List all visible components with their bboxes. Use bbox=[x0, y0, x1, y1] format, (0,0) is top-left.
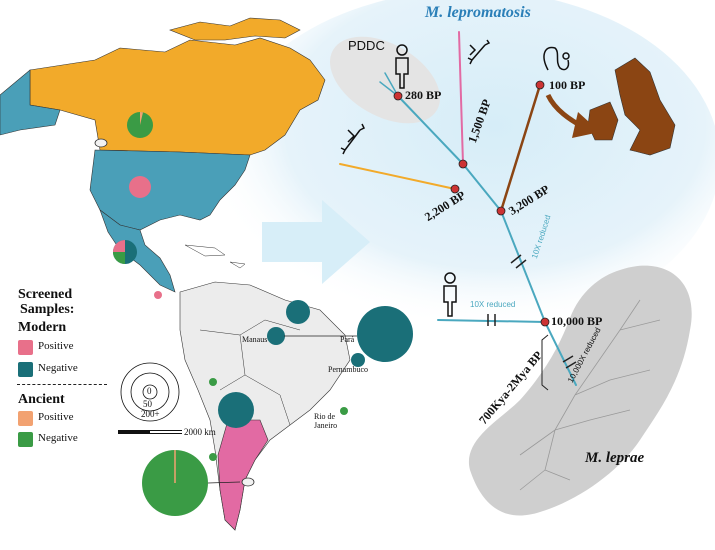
pddc-label: PDDC bbox=[348, 38, 385, 53]
arctic-islands bbox=[169, 17, 301, 41]
legend-title-2: Samples: bbox=[20, 302, 75, 317]
arrow-icon bbox=[262, 200, 370, 284]
leader-lines bbox=[207, 335, 357, 484]
uk-arrowhead bbox=[572, 112, 600, 138]
tree-nodes bbox=[393, 80, 550, 327]
size-key-mid: 50 bbox=[143, 399, 152, 409]
pie-usa bbox=[129, 176, 151, 198]
leprae-label: M. leprae bbox=[585, 450, 645, 466]
size-key-inner: 0 bbox=[147, 386, 152, 396]
tree-branches bbox=[339, 31, 577, 386]
tree-title: M. lepromatosis bbox=[425, 4, 531, 21]
pie-canada bbox=[127, 112, 153, 138]
canada bbox=[29, 37, 326, 156]
root-bracket bbox=[541, 334, 549, 391]
legend-swatch-modern-negative bbox=[18, 362, 33, 377]
place-para: Pará bbox=[340, 335, 355, 344]
legend-ancient-positive: Positive bbox=[38, 411, 74, 423]
place-rio-2: Janeiro bbox=[314, 421, 338, 430]
pie-bolivia bbox=[218, 392, 254, 428]
pie-argentina-ancient bbox=[142, 450, 208, 516]
pie-central-america bbox=[154, 291, 162, 299]
alaska bbox=[0, 69, 61, 136]
pie-manaus bbox=[267, 327, 285, 345]
leprae-blob bbox=[468, 265, 692, 516]
place-pernambuco: Pernambuco bbox=[328, 365, 368, 374]
legend-divider bbox=[17, 384, 107, 385]
uk bbox=[614, 57, 676, 156]
pie-peru-ancient bbox=[209, 378, 217, 386]
legend-ancient-negative: Negative bbox=[38, 432, 78, 444]
legend-title-1: Screened bbox=[18, 287, 73, 302]
branch-breaks bbox=[487, 254, 577, 369]
armadillo-icon bbox=[94, 138, 255, 487]
squirrel-icon bbox=[543, 46, 570, 71]
scale-bar bbox=[118, 430, 182, 434]
legend-modern-positive: Positive bbox=[38, 340, 74, 352]
leprae-tree bbox=[519, 299, 661, 491]
branch-note-2: 10X reduced bbox=[470, 300, 516, 309]
node-10000-label: 10,000 BP bbox=[551, 314, 603, 328]
pie-venezuela bbox=[286, 300, 310, 324]
caribbean bbox=[184, 244, 246, 269]
person-icon bbox=[395, 44, 457, 317]
scale-bar-label: 2000 km bbox=[184, 427, 216, 437]
node-280-label: 280 BP bbox=[405, 88, 442, 102]
pie-pernambuco bbox=[351, 353, 365, 367]
pie-rio-ancient bbox=[340, 407, 348, 415]
node-100-label: 100 BP bbox=[549, 78, 586, 92]
legend-swatch-modern-positive bbox=[18, 340, 33, 355]
pddc-cluster bbox=[330, 36, 440, 124]
place-rio-1: Rio de bbox=[314, 412, 336, 421]
legend-ancient: Ancient bbox=[18, 392, 65, 407]
pie-mexico bbox=[113, 240, 137, 264]
bone-icon bbox=[340, 39, 491, 155]
place-manaus: Manaus bbox=[242, 335, 268, 344]
pie-para bbox=[357, 306, 413, 362]
sa-borders bbox=[199, 319, 301, 426]
usa bbox=[89, 149, 251, 231]
size-key bbox=[120, 362, 180, 422]
size-key-outer: 200+ bbox=[141, 409, 160, 419]
pie-chile-ancient bbox=[209, 453, 217, 461]
legend-modern-negative: Negative bbox=[38, 362, 78, 374]
legend-modern: Modern bbox=[18, 320, 67, 335]
argentina bbox=[217, 419, 269, 531]
legend-swatch-ancient-negative bbox=[18, 432, 33, 447]
legend-swatch-ancient-positive bbox=[18, 411, 33, 426]
